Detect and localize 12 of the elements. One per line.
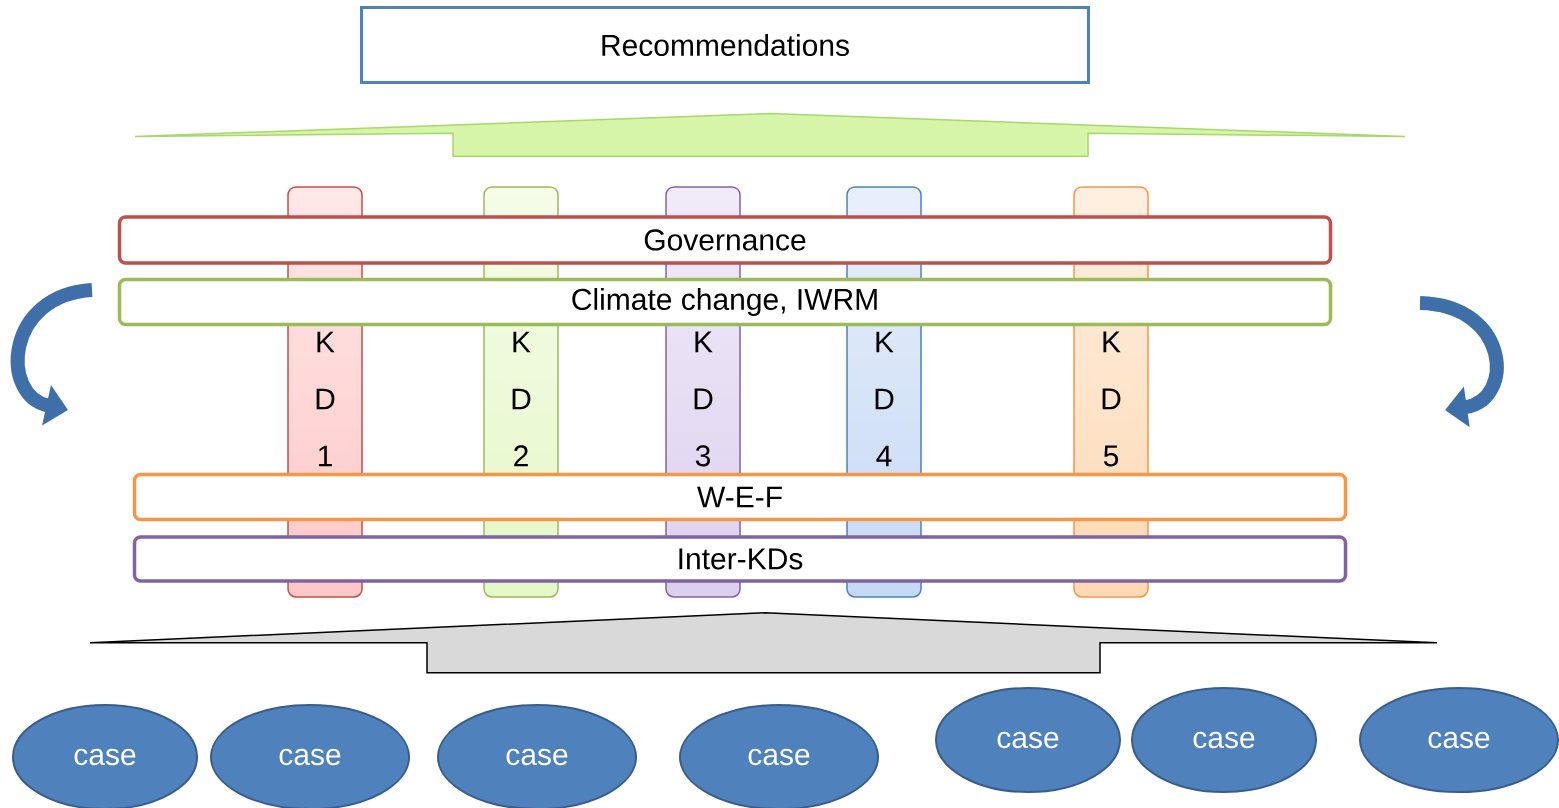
pillar: K D 1 xyxy=(316,331,335,467)
band: W-E-F xyxy=(132,472,1348,522)
block-arrow xyxy=(89,612,1438,674)
band: Climate change, IWRM xyxy=(117,277,1333,327)
pillar: K D 2 xyxy=(512,331,531,467)
pillar: K D 4 xyxy=(875,331,894,467)
title-box: Recommendations xyxy=(360,6,1090,84)
pillar: K D 5 xyxy=(1102,331,1121,467)
band: Inter-KDs xyxy=(132,535,1348,583)
block-arrow xyxy=(134,112,1406,157)
band: Governance xyxy=(117,215,1333,265)
pillar: K D 3 xyxy=(694,331,713,467)
